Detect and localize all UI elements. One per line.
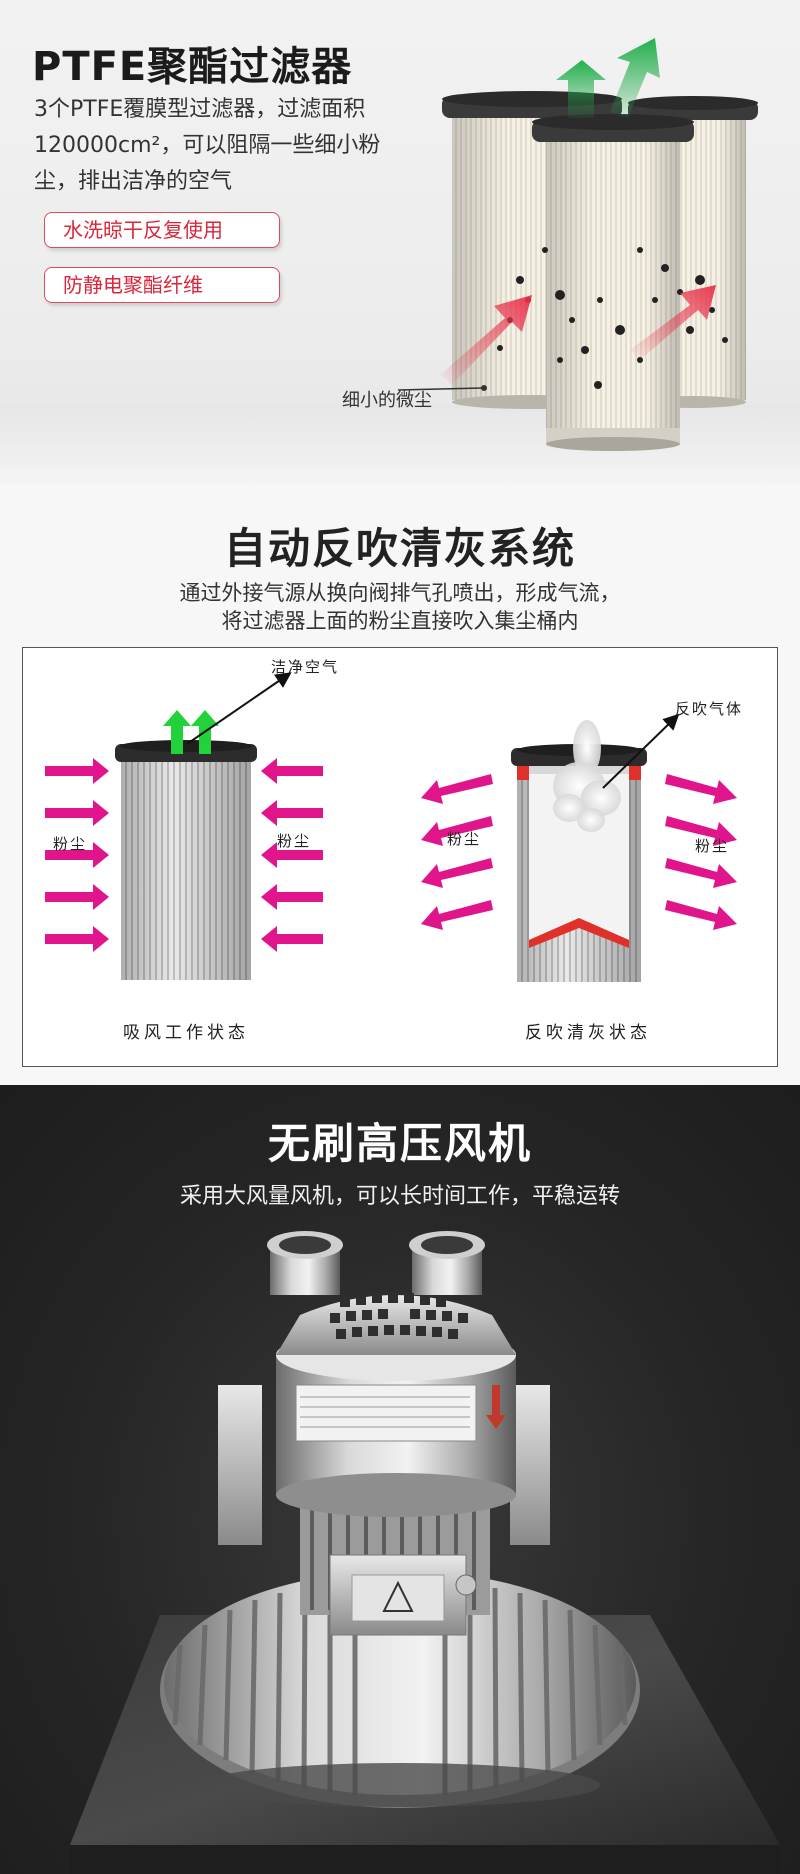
dust-label-right: 粉尘	[277, 832, 312, 850]
ptfe-filter-title: PTFE聚酯过滤器	[32, 44, 353, 90]
motor-body	[276, 1293, 516, 1517]
dust-inflow-arrows-left	[45, 758, 109, 952]
fine-dust-label: 细小的微尘	[342, 390, 432, 411]
clean-air-arrow-left	[556, 60, 606, 118]
ptfe-filter-desc-line-2: 120000cm²，可以阻隔一些细小粉	[34, 133, 381, 158]
dust-label-left: 粉尘	[53, 835, 88, 853]
filter-cartridge-front	[532, 114, 694, 451]
ptfe-filter-desc-line-1: 3个PTFE覆膜型过滤器，过滤面积	[34, 97, 366, 122]
backflush-air-cloud	[553, 720, 621, 832]
dust-label-pointer	[397, 387, 483, 391]
terminal-box	[329, 1554, 477, 1636]
dust-inflow-arrows-right	[261, 758, 323, 952]
backflush-title: 自动反吹清灰系统	[223, 524, 576, 573]
dust-outflow-arrows-right	[665, 774, 737, 930]
air-port-right	[409, 1231, 485, 1295]
dust-outflow-arrows-left	[421, 774, 493, 930]
antistatic-polyester-tag: 防静电聚酯纤维	[44, 267, 280, 303]
backflush-gas-label: 反吹气体	[675, 700, 744, 718]
mount-bracket-left	[218, 1385, 262, 1545]
suction-state-label: 吸风工作状态	[123, 1023, 249, 1043]
filter-cartridges-illustration	[397, 38, 758, 451]
suction-state-filter	[115, 740, 257, 980]
working-state-illustration	[45, 672, 737, 982]
clean-air-arrow-right	[610, 38, 660, 118]
dust-label-backflush-right: 粉尘	[695, 837, 730, 855]
auto-backflush-section: 自动反吹清灰系统 通过外接气源从换向阀排气孔喷出，形成气流， 将过滤器上面的粉尘…	[0, 485, 800, 1085]
incoming-dust-arrow-left	[440, 295, 532, 385]
backflush-gas-pointer	[602, 713, 680, 789]
impeller-housing	[160, 1571, 640, 1808]
clean-air-label: 洁净空气	[271, 658, 340, 676]
working-state-diagram: 洁净空气 粉尘 粉尘 反吹气体 粉尘 粉尘 吸风工作状态 反吹清灰状态	[22, 647, 778, 1067]
incoming-dust-arrow-right	[630, 285, 716, 360]
washable-reusable-tag: 水洗晾干反复使用	[44, 212, 280, 248]
brushless-blower-section: 无刷高压风机 采用大风量风机，可以长时间工作，平稳运转	[0, 1085, 800, 1874]
backflush-state-label: 反吹清灰状态	[525, 1023, 651, 1043]
ptfe-filter-desc-line-3: 尘，排出洁净的空气	[34, 169, 233, 194]
blower-illustration	[70, 1231, 780, 1874]
air-port-left	[267, 1231, 343, 1295]
clean-air-pointer	[186, 672, 292, 745]
blower-title: 无刷高压风机	[267, 1119, 532, 1168]
backflush-desc-line-2: 将过滤器上面的粉尘直接吹入集尘桶内	[221, 609, 579, 633]
mount-bracket-right	[510, 1385, 550, 1545]
blower-desc: 采用大风量风机，可以长时间工作，平稳运转	[179, 1184, 620, 1209]
backflush-desc-line-1: 通过外接气源从换向阀排气孔喷出，形成气流，	[179, 581, 621, 605]
ptfe-filter-section: PTFE聚酯过滤器 3个PTFE覆膜型过滤器，过滤面积 120000cm²，可以…	[0, 0, 800, 485]
dust-label-backflush-left: 粉尘	[447, 830, 482, 848]
